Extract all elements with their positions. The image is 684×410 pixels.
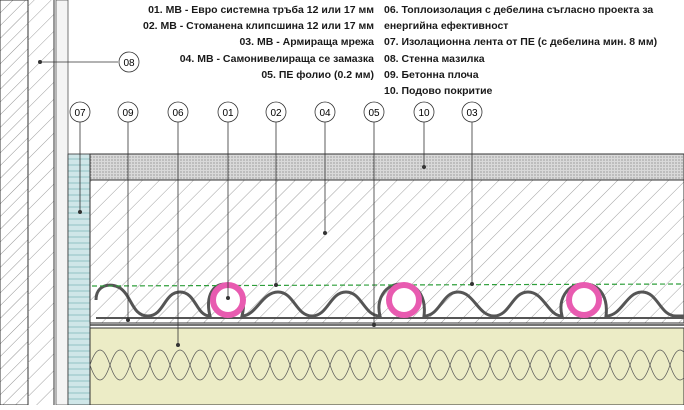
- callout-bubble: [167, 101, 189, 123]
- callout-label: 02: [270, 108, 282, 119]
- callout-dot: [126, 318, 130, 322]
- legend-left: 01. МВ - Евро системна тръба 12 или 17 м…: [143, 2, 374, 83]
- callout-bubble: [265, 101, 287, 123]
- legend-right: 06. Топлоизолация с дебелина съгласно пр…: [384, 2, 657, 99]
- legend-line: 03. МВ - Армираща мрежа: [239, 36, 374, 49]
- callout-dot: [176, 343, 180, 347]
- callout-label: 03: [466, 108, 478, 119]
- callout-label: 06: [172, 108, 184, 119]
- callout-bubble: [217, 101, 239, 123]
- callout-label: 05: [368, 108, 380, 119]
- callout-08-label: 08: [123, 58, 135, 69]
- top-callouts: 07 09 06 01 02 04 05 10 03: [69, 101, 483, 347]
- callout-bubble: [117, 101, 139, 123]
- callout-dot: [372, 323, 376, 327]
- callout-dot: [226, 296, 230, 300]
- callout-dot: [323, 231, 327, 235]
- legend-line: 10. Подово покритие: [384, 84, 493, 97]
- pe-edge-strip: [67, 153, 91, 406]
- callout-label: 09: [122, 108, 134, 119]
- wall: [0, 0, 69, 406]
- callout-label: 04: [319, 108, 331, 119]
- callout-bubble: [413, 101, 435, 123]
- callout-label: 01: [222, 108, 234, 119]
- callout-dot: [470, 282, 474, 286]
- callout-dot: [422, 165, 426, 169]
- legend-line: 04. МВ - Самонивелираща се замазка: [179, 52, 374, 65]
- callout-label: 10: [418, 108, 430, 119]
- callout-dot: [78, 210, 82, 214]
- callout-bubble: [363, 101, 385, 123]
- callout-bubble: [461, 101, 483, 123]
- callout-dot: [274, 283, 278, 287]
- legend-line: 05. ПЕ фолио (0.2 мм): [261, 68, 374, 81]
- legend-line: 07. Изолационна лента от ПЕ (с дебелина …: [384, 36, 658, 49]
- legend-line: енергийна ефективност: [384, 20, 509, 33]
- thermal-insulation: [89, 327, 684, 406]
- legend-line: 01. МВ - Евро системна тръба 12 или 17 м…: [148, 4, 374, 16]
- callout-bubble: [314, 101, 336, 123]
- floor-covering: [89, 153, 684, 181]
- callout-label: 07: [74, 108, 86, 119]
- legend-line: 08. Стенна мазилка: [384, 52, 485, 65]
- legend-line: 09. Бетонна плоча: [384, 68, 479, 81]
- legend-line: 02. МВ - Стоманена клипсшина 12 или 17 м…: [142, 20, 374, 33]
- legend-line: 06. Топлоизолация с дебелина съгласно пр…: [384, 4, 654, 16]
- callout-08: 08: [38, 51, 140, 73]
- reinforcing-mesh: [91, 283, 684, 287]
- callout-bubble: [69, 101, 91, 123]
